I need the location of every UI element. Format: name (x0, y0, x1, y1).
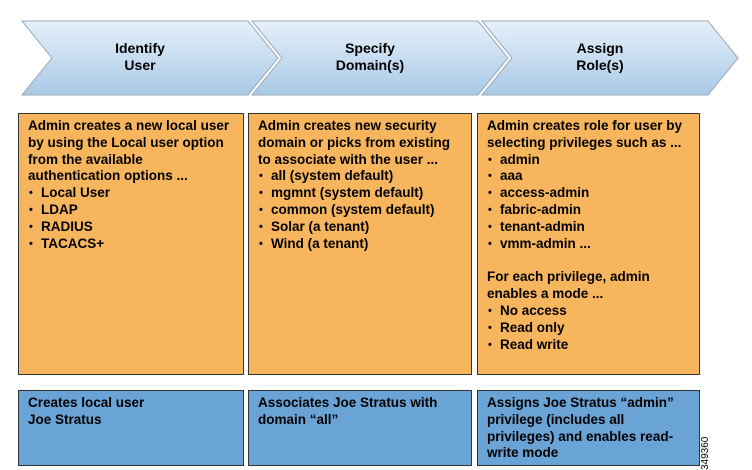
list-item: TACACS+ (28, 236, 237, 253)
list-item: RADIUS (28, 219, 237, 236)
list-item: No access (487, 303, 693, 320)
list-item: mgmnt (system default) (258, 185, 465, 202)
specify-domains-result: Associates Joe Stratus with domain “all” (248, 390, 472, 466)
list-item: Wind (a tenant) (258, 236, 465, 253)
list-item: fabric-admin (487, 202, 693, 219)
chevron-assign-roles (480, 20, 739, 96)
result-text: Assigns Joe Stratus “admin” privilege (i… (487, 395, 674, 461)
detail-intro: Admin creates role for user by selecting… (487, 118, 683, 150)
detail-intro-modes: For each privilege, admin enables a mode… (487, 269, 650, 302)
list-item: tenant-admin (487, 219, 693, 236)
identify-user-detail: Admin creates a new local user by using … (18, 113, 244, 375)
assign-roles-detail: Admin creates role for user by selecting… (477, 113, 700, 375)
step-specify-domains-label: Specify Domain(s) (335, 40, 405, 73)
privileges-list: admin aaa access-admin fabric-admin tena… (487, 152, 693, 253)
list-item: all (system default) (258, 168, 465, 185)
list-item: aaa (487, 168, 693, 185)
list-item: Read write (487, 337, 693, 354)
list-item: access-admin (487, 185, 693, 202)
chevron-identify-user (20, 20, 279, 96)
result-text: Creates local user Joe Stratus (28, 395, 145, 427)
detail-intro: Admin creates new security domain or pic… (258, 118, 451, 167)
list-item: common (system default) (258, 202, 465, 219)
detail-intro: Admin creates a new local user by using … (28, 118, 230, 184)
domains-list: all (system default) mgmnt (system defau… (258, 168, 465, 252)
list-item: vmm-admin ... (487, 236, 693, 253)
auth-options-list: Local User LDAP RADIUS TACACS+ (28, 185, 237, 252)
figure-id: 349360 (700, 436, 711, 470)
list-item: Solar (a tenant) (258, 219, 465, 236)
modes-list: No access Read only Read write (487, 303, 693, 353)
result-text: Associates Joe Stratus with domain “all” (258, 395, 438, 427)
list-item: admin (487, 152, 693, 169)
list-item: Local User (28, 185, 237, 202)
step-assign-roles-label: Assign Role(s) (576, 40, 624, 73)
list-item: LDAP (28, 202, 237, 219)
list-item: Read only (487, 320, 693, 337)
assign-roles-result: Assigns Joe Stratus “admin” privilege (i… (477, 390, 700, 466)
process-chevrons (20, 20, 739, 96)
chevron-specify-domains (250, 20, 509, 96)
step-identify-user-label: Identify User (115, 40, 165, 73)
identify-user-result: Creates local user Joe Stratus (18, 390, 244, 466)
specify-domains-detail: Admin creates new security domain or pic… (248, 113, 472, 375)
